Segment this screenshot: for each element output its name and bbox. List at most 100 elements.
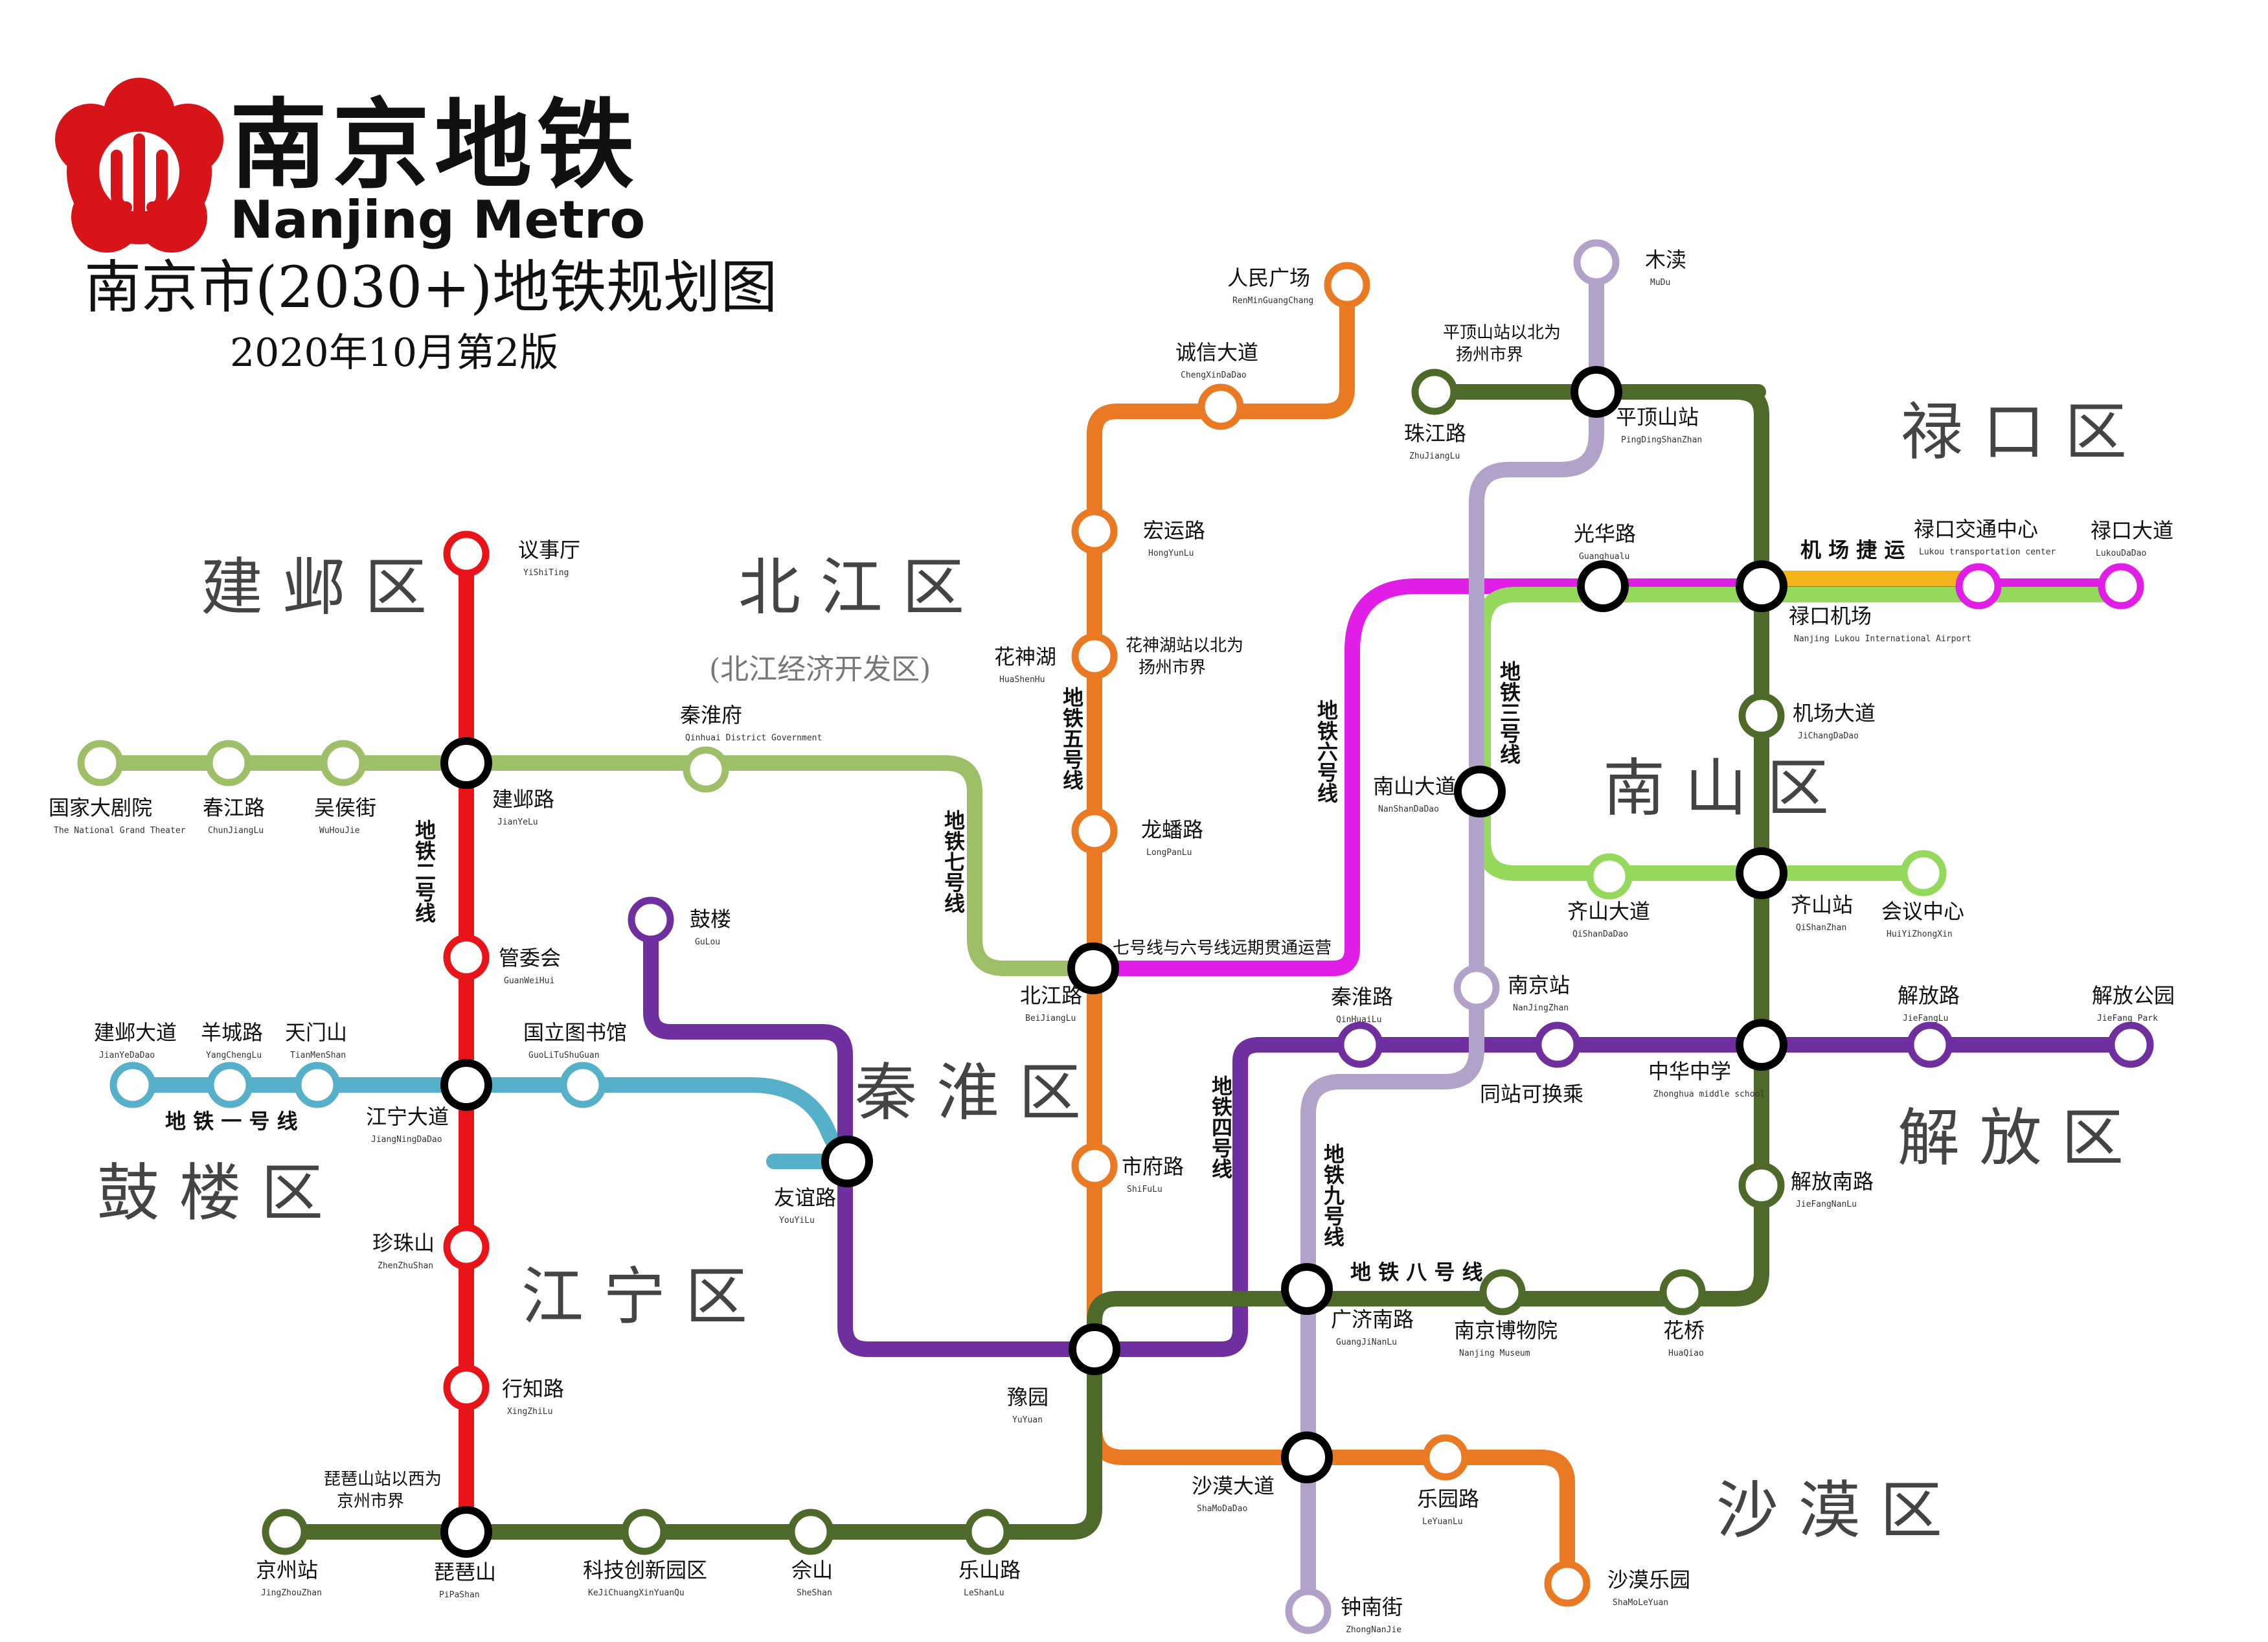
station-lukoujiaotongzhongxin[interactable] bbox=[1955, 563, 2002, 610]
station-guanweihui[interactable] bbox=[443, 934, 490, 981]
station-label-en-shamodadao: ShaMoDaDao bbox=[1197, 1504, 1247, 1514]
station-label-nanshandadao: 南山大道 bbox=[1373, 774, 1456, 799]
station-gulou[interactable] bbox=[628, 896, 674, 943]
station-mudu[interactable] bbox=[1573, 239, 1620, 286]
station-lukoujichang[interactable] bbox=[1736, 560, 1787, 612]
station-label-en-longpanlu: LongPanLu bbox=[1146, 848, 1192, 858]
station-guolitushuguan[interactable] bbox=[560, 1062, 606, 1108]
station-shamodadao[interactable] bbox=[1281, 1431, 1333, 1483]
station-pingdingshanzhan[interactable] bbox=[1571, 366, 1622, 418]
station-label-en-sheshan: SheShan bbox=[797, 1588, 832, 1598]
station-pipashan[interactable] bbox=[440, 1506, 492, 1558]
station-label-en-nanjingzhan: NanJingZhan bbox=[1513, 1003, 1569, 1013]
station-hongyunlu[interactable] bbox=[1071, 508, 1118, 554]
station-lukoudadao[interactable] bbox=[2098, 563, 2144, 610]
station-label-shamoleyuan: 沙漠乐园 bbox=[1607, 1568, 1690, 1592]
station-label-huiyizhongxin: 会议中心 bbox=[1881, 899, 1964, 924]
station-leshanlu[interactable] bbox=[964, 1509, 1011, 1555]
station-label-lukoudadao: 禄口大道 bbox=[2091, 518, 2173, 543]
station-yishiting[interactable] bbox=[443, 530, 490, 577]
station-jiefanggongyuan[interactable] bbox=[2107, 1021, 2154, 1068]
station-label-en-jiefanglu: JieFangLu bbox=[1903, 1014, 1948, 1023]
station-label-pipashan: 琵琶山 bbox=[434, 1560, 496, 1584]
station-huiyizhongxin[interactable] bbox=[1900, 850, 1947, 896]
station-qinhuailu2[interactable] bbox=[1534, 1021, 1581, 1068]
station-zhujianglu[interactable] bbox=[1411, 369, 1458, 415]
station-label-sheshan: 佘山 bbox=[791, 1558, 833, 1582]
district-label-jianye: 建 邺 区 bbox=[201, 551, 427, 624]
district-label-gulou: 鼓 楼 区 bbox=[97, 1157, 323, 1229]
station-guangjinanlu[interactable] bbox=[1281, 1263, 1333, 1315]
station-yangchenglu[interactable] bbox=[207, 1062, 253, 1108]
station-sheshan[interactable] bbox=[788, 1509, 834, 1555]
station-leyuanlu[interactable] bbox=[1422, 1434, 1469, 1481]
station-shamoleyuan[interactable] bbox=[1544, 1560, 1591, 1607]
station-qinhuailu[interactable] bbox=[1337, 1021, 1383, 1068]
note-n1: 七号线与六号线远期贯通运营 bbox=[1113, 939, 1332, 958]
station-label-en-yuyuan: YuYuan bbox=[1012, 1415, 1043, 1425]
station-label-en-lukoujiaotongzhongxin: Lukou transportation center bbox=[1919, 547, 2056, 557]
station-qishandadao[interactable] bbox=[1586, 853, 1633, 900]
station-zhonghuazhongxue[interactable] bbox=[1736, 1019, 1787, 1071]
station-yuyuan[interactable] bbox=[1069, 1323, 1120, 1375]
line-label-l8: 地 铁 八 号 线 bbox=[1350, 1260, 1483, 1284]
station-jiefanglu[interactable] bbox=[1907, 1021, 1953, 1068]
station-zhenzhushan[interactable] bbox=[443, 1224, 490, 1270]
station-shifulu[interactable] bbox=[1071, 1143, 1118, 1189]
station-jiefangnanlu[interactable] bbox=[1738, 1162, 1785, 1209]
station-label-en-tianmenshan: TianMenShan bbox=[290, 1051, 346, 1060]
station-jianyedadao[interactable] bbox=[109, 1062, 156, 1108]
station-label-en-jianyedadao: JianYeDaDao bbox=[99, 1051, 155, 1060]
line-label-l6: 地铁六号线 bbox=[1314, 700, 1339, 803]
station-label-en-jiefanggongyuan: JieFang Park bbox=[2097, 1014, 2158, 1023]
station-wuhoujie[interactable] bbox=[320, 740, 367, 786]
station-longpanlu[interactable] bbox=[1071, 808, 1118, 854]
station-label-en-qinhuaifu: Qinhuai District Government bbox=[685, 733, 822, 743]
line-7-track bbox=[93, 755, 1101, 976]
station-jichangdadao[interactable] bbox=[1738, 692, 1785, 739]
station-label-en-pipashan: PiPaShan bbox=[439, 1590, 480, 1600]
station-label-en-lukoujichang: Nanjing Lukou International Airport bbox=[1794, 634, 1971, 644]
station-renminguangchang[interactable] bbox=[1324, 262, 1370, 308]
station-chunjianglu[interactable] bbox=[205, 740, 252, 786]
station-label-hongyunlu: 宏运路 bbox=[1143, 518, 1205, 543]
station-chengxindadao[interactable] bbox=[1197, 383, 1244, 430]
station-tianmenshan[interactable] bbox=[294, 1062, 341, 1108]
station-jianyelu[interactable] bbox=[440, 737, 492, 789]
map-edition: 2020年10月第2版 bbox=[230, 330, 559, 376]
line-6-track bbox=[1085, 578, 2129, 976]
station-label-en-zhenzhushan: ZhenZhuShan bbox=[378, 1261, 433, 1271]
station-label-kejichuangxinyuanqu: 科技创新园区 bbox=[583, 1558, 707, 1582]
station-label-en-jiangningdadao: JiangNingDaDao bbox=[371, 1135, 442, 1145]
station-huaqiao[interactable] bbox=[1659, 1269, 1706, 1316]
station-kejichuangxinyuanqu[interactable] bbox=[621, 1509, 668, 1555]
station-label-en-leshanlu: LeShanLu bbox=[964, 1588, 1004, 1598]
note-n4-line-1: 扬州市界 bbox=[1139, 658, 1206, 678]
station-qinhuaifu[interactable] bbox=[683, 746, 729, 793]
station-beijianglu[interactable] bbox=[1067, 942, 1119, 994]
station-jiangningdadao[interactable] bbox=[440, 1059, 492, 1111]
station-label-qinhuailu2: 同站可换乘 bbox=[1480, 1082, 1583, 1106]
station-label-en-yangchenglu: YangChengLu bbox=[206, 1051, 262, 1060]
station-label-en-hongyunlu: HongYunLu bbox=[1148, 549, 1194, 558]
station-guanghualu[interactable] bbox=[1577, 560, 1629, 612]
station-label-jiefangnanlu: 解放南路 bbox=[1791, 1169, 1874, 1194]
station-jingzhouzhan[interactable] bbox=[262, 1509, 308, 1555]
station-label-jichangdadao: 机场大道 bbox=[1793, 701, 1876, 725]
station-xingzhilu[interactable] bbox=[443, 1364, 490, 1411]
station-label-en-mudu: MuDu bbox=[1650, 278, 1670, 288]
station-label-yishiting: 议事厅 bbox=[518, 538, 580, 562]
station-youyilu[interactable] bbox=[821, 1135, 873, 1187]
station-guojiadajuyuan[interactable] bbox=[77, 740, 124, 786]
line-label-l2: 地铁二号线 bbox=[412, 819, 437, 923]
station-nanjingbowuyuan[interactable] bbox=[1479, 1269, 1526, 1316]
station-label-en-yishiting: YiShiTing bbox=[523, 568, 569, 578]
station-nanjingzhan[interactable] bbox=[1453, 964, 1500, 1011]
station-huashenhu[interactable] bbox=[1071, 633, 1118, 679]
station-label-en-qishanzhan: QiShanZhan bbox=[1796, 923, 1846, 933]
station-qishanzhan[interactable] bbox=[1736, 847, 1787, 899]
station-zhongnanjie[interactable] bbox=[1285, 1588, 1332, 1634]
station-nanshandadao[interactable] bbox=[1454, 766, 1506, 817]
note-n5-line-0: 琵琶山站以西为 bbox=[324, 1470, 442, 1489]
station-label-en-leyuanlu: LeYuanLu bbox=[1422, 1517, 1463, 1527]
